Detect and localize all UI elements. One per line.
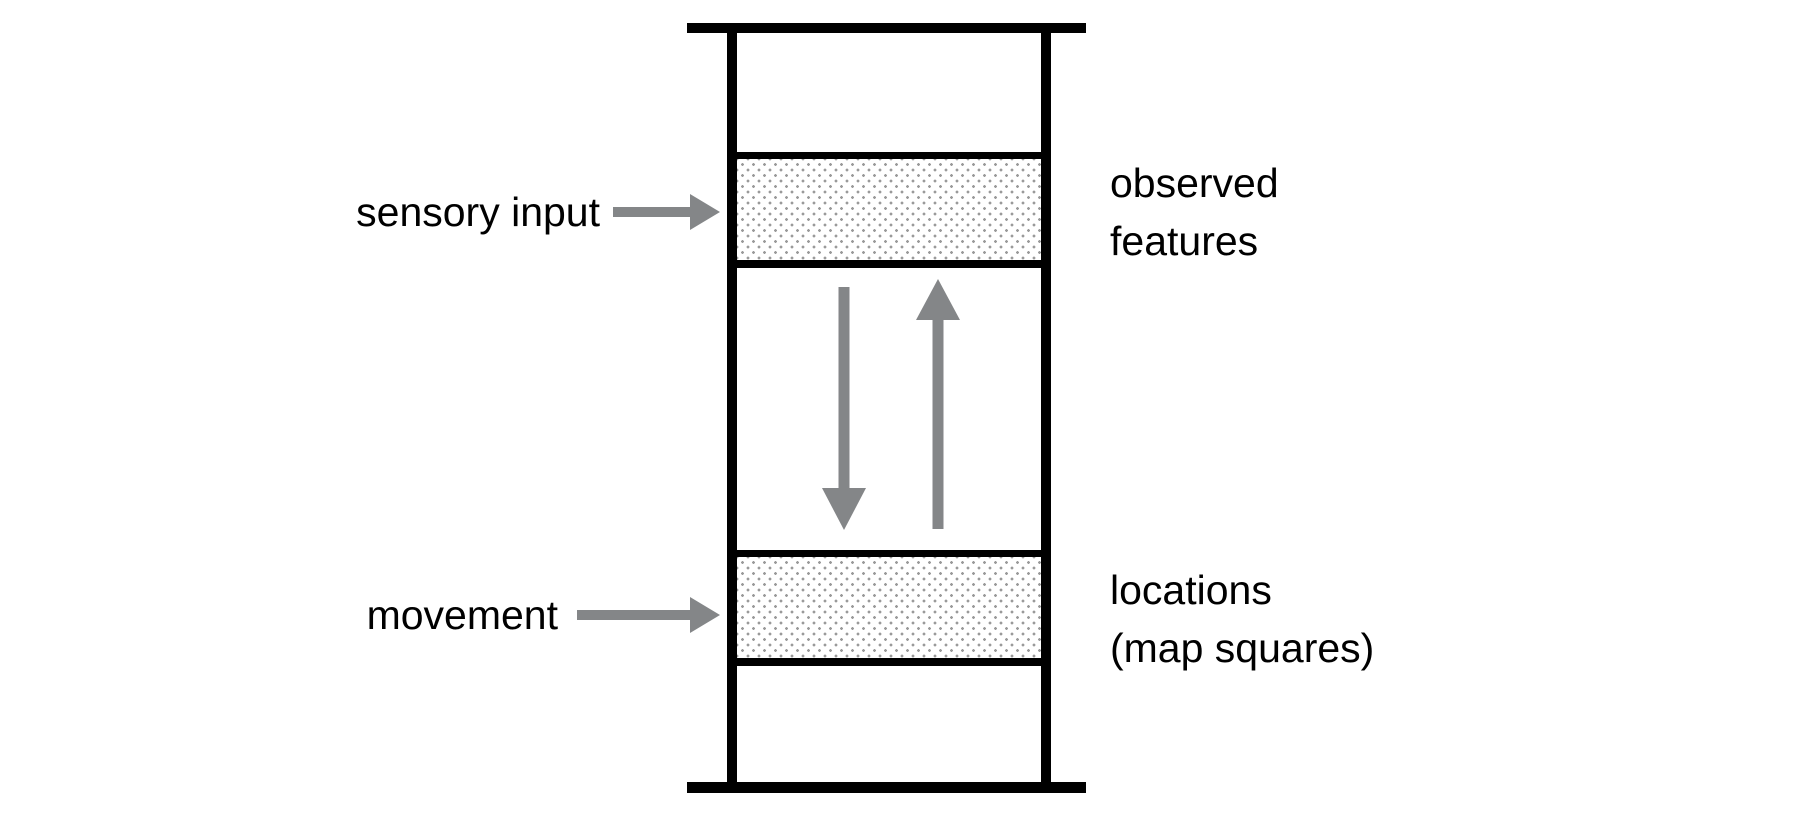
locations-line1: locations [1110, 567, 1272, 613]
column-left-wall [727, 28, 737, 787]
locations-label: locations (map squares) [1110, 561, 1374, 677]
movement-label: movement [366, 592, 558, 638]
observed-features-line1: observed [1110, 160, 1279, 206]
up-arrow-icon [916, 279, 960, 529]
column-bottom-cap [687, 782, 1086, 793]
locations-line2: (map squares) [1110, 625, 1375, 671]
observed-features-line2: features [1110, 218, 1259, 264]
observed-features-label: observed features [1110, 154, 1279, 270]
sensory-input-label: sensory input [356, 189, 600, 235]
movement-right-arrow-icon [577, 595, 720, 635]
column-right-wall [1041, 28, 1051, 787]
down-arrow-icon [822, 287, 866, 530]
sensory-input-right-arrow-icon [613, 192, 720, 232]
column-top-cap [687, 23, 1086, 33]
observed-features-band [737, 152, 1041, 268]
locations-band [737, 550, 1041, 666]
